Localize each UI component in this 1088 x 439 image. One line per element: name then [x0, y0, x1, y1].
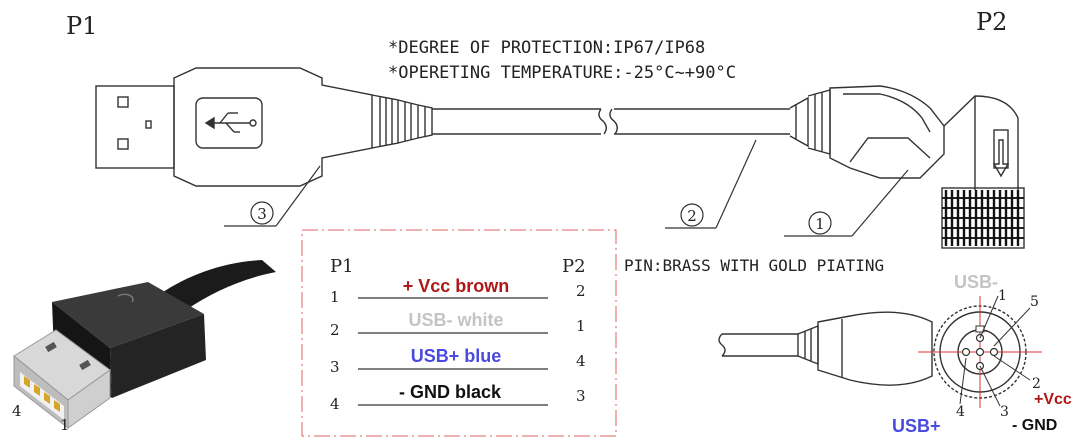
- wiring-header-p1: P1: [330, 256, 354, 277]
- pinout-face: [918, 296, 1042, 408]
- callout-2-circle: [680, 203, 704, 227]
- pinout-pin-1-label: 1: [998, 288, 1007, 304]
- wiring-row-2-p2-pin: 1: [576, 317, 586, 335]
- wiring-row-2-signal: USB- white: [408, 310, 503, 330]
- pinout-vcc-label: +Vcc: [1034, 391, 1072, 408]
- cable-drawing: [432, 108, 790, 135]
- callout-2-number: 2: [687, 207, 697, 225]
- wiring-row-4-p2-pin: 3: [576, 387, 586, 405]
- usb-logo-icon: [204, 112, 257, 133]
- pinout-gnd-label: - GND: [1012, 417, 1057, 434]
- wiring-row-3-p1-pin: 3: [330, 358, 340, 376]
- wiring-row-1: 1 + Vcc brown 2: [330, 276, 586, 306]
- wiring-row-4-p1-pin: 4: [330, 395, 340, 413]
- usb-plug-drawing: [95, 67, 433, 187]
- p1-label: P1: [66, 12, 97, 40]
- callout-3-number: 3: [257, 205, 267, 223]
- wiring-row-2-p1-pin: 2: [330, 321, 340, 339]
- spec-temperature: *OPERETING TEMPERATURE:-25°C~+90°C: [388, 63, 736, 83]
- wiring-row-3: 3 USB+ blue 4: [330, 346, 586, 376]
- wiring-row-2: 2 USB- white 1: [330, 310, 586, 339]
- angle-connector-drawing: [789, 85, 1025, 249]
- pinout-pin-4-label: 4: [956, 404, 965, 420]
- pinout-usb-minus-label: USB-: [954, 272, 998, 292]
- wiring-row-1-p2-pin: 2: [576, 282, 586, 300]
- cable-end-drawing: [718, 311, 933, 386]
- pin-material-note: PIN:BRASS WITH GOLD PIATING: [624, 256, 884, 275]
- spec-protection: *DEGREE OF PROTECTION:IP67/IP68: [388, 38, 705, 58]
- wiring-row-4: 4 - GND black 3: [330, 382, 586, 413]
- pinout-leaders: [959, 295, 1031, 407]
- photo-pin-4-label: 4: [12, 402, 22, 420]
- connector-knurled-pattern: [944, 190, 1020, 246]
- wiring-header-p2: P2: [562, 256, 586, 277]
- callout-leaders: [224, 139, 909, 237]
- pinout-pin-2-label: 2: [1032, 376, 1041, 392]
- callout-3-circle: [250, 201, 274, 225]
- pinout-pin-3-label: 3: [1000, 404, 1009, 420]
- wiring-row-3-signal: USB+ blue: [411, 346, 502, 366]
- callout-1-circle: [808, 211, 832, 235]
- wiring-row-1-signal: + Vcc brown: [403, 276, 510, 296]
- wiring-row-1-p1-pin: 1: [330, 288, 340, 306]
- photo-pin-1-label: 1: [60, 416, 70, 434]
- p2-label: P2: [976, 8, 1007, 36]
- pinout-usb-plus-label: USB+: [892, 416, 941, 436]
- wiring-table-border: [301, 229, 617, 437]
- wiring-row-4-signal: - GND black: [399, 382, 502, 402]
- pinout-pin-5-label: 5: [1030, 294, 1039, 310]
- usb-plug-photo: [13, 260, 276, 430]
- callout-1-number: 1: [815, 215, 825, 233]
- wiring-row-3-p2-pin: 4: [576, 352, 586, 370]
